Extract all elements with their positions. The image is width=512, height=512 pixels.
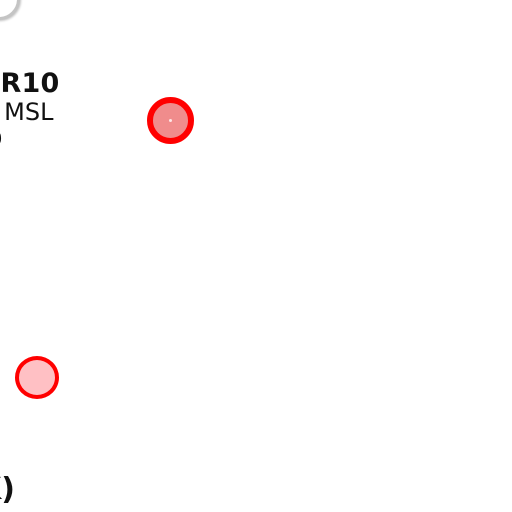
corner-circle-feature bbox=[0, 0, 20, 20]
restricted-area-label: D-R10 00 MSL ND bbox=[0, 70, 59, 154]
area-altitude-text: 00 MSL bbox=[0, 98, 54, 126]
red-marker-light[interactable] bbox=[15, 356, 59, 399]
marker-center-dot bbox=[169, 119, 172, 122]
area-name-text: D-R10 bbox=[0, 68, 60, 99]
red-marker-solid[interactable] bbox=[147, 97, 194, 144]
bottom-place-label: K) bbox=[0, 472, 15, 507]
area-floor-text: ND bbox=[0, 127, 59, 154]
